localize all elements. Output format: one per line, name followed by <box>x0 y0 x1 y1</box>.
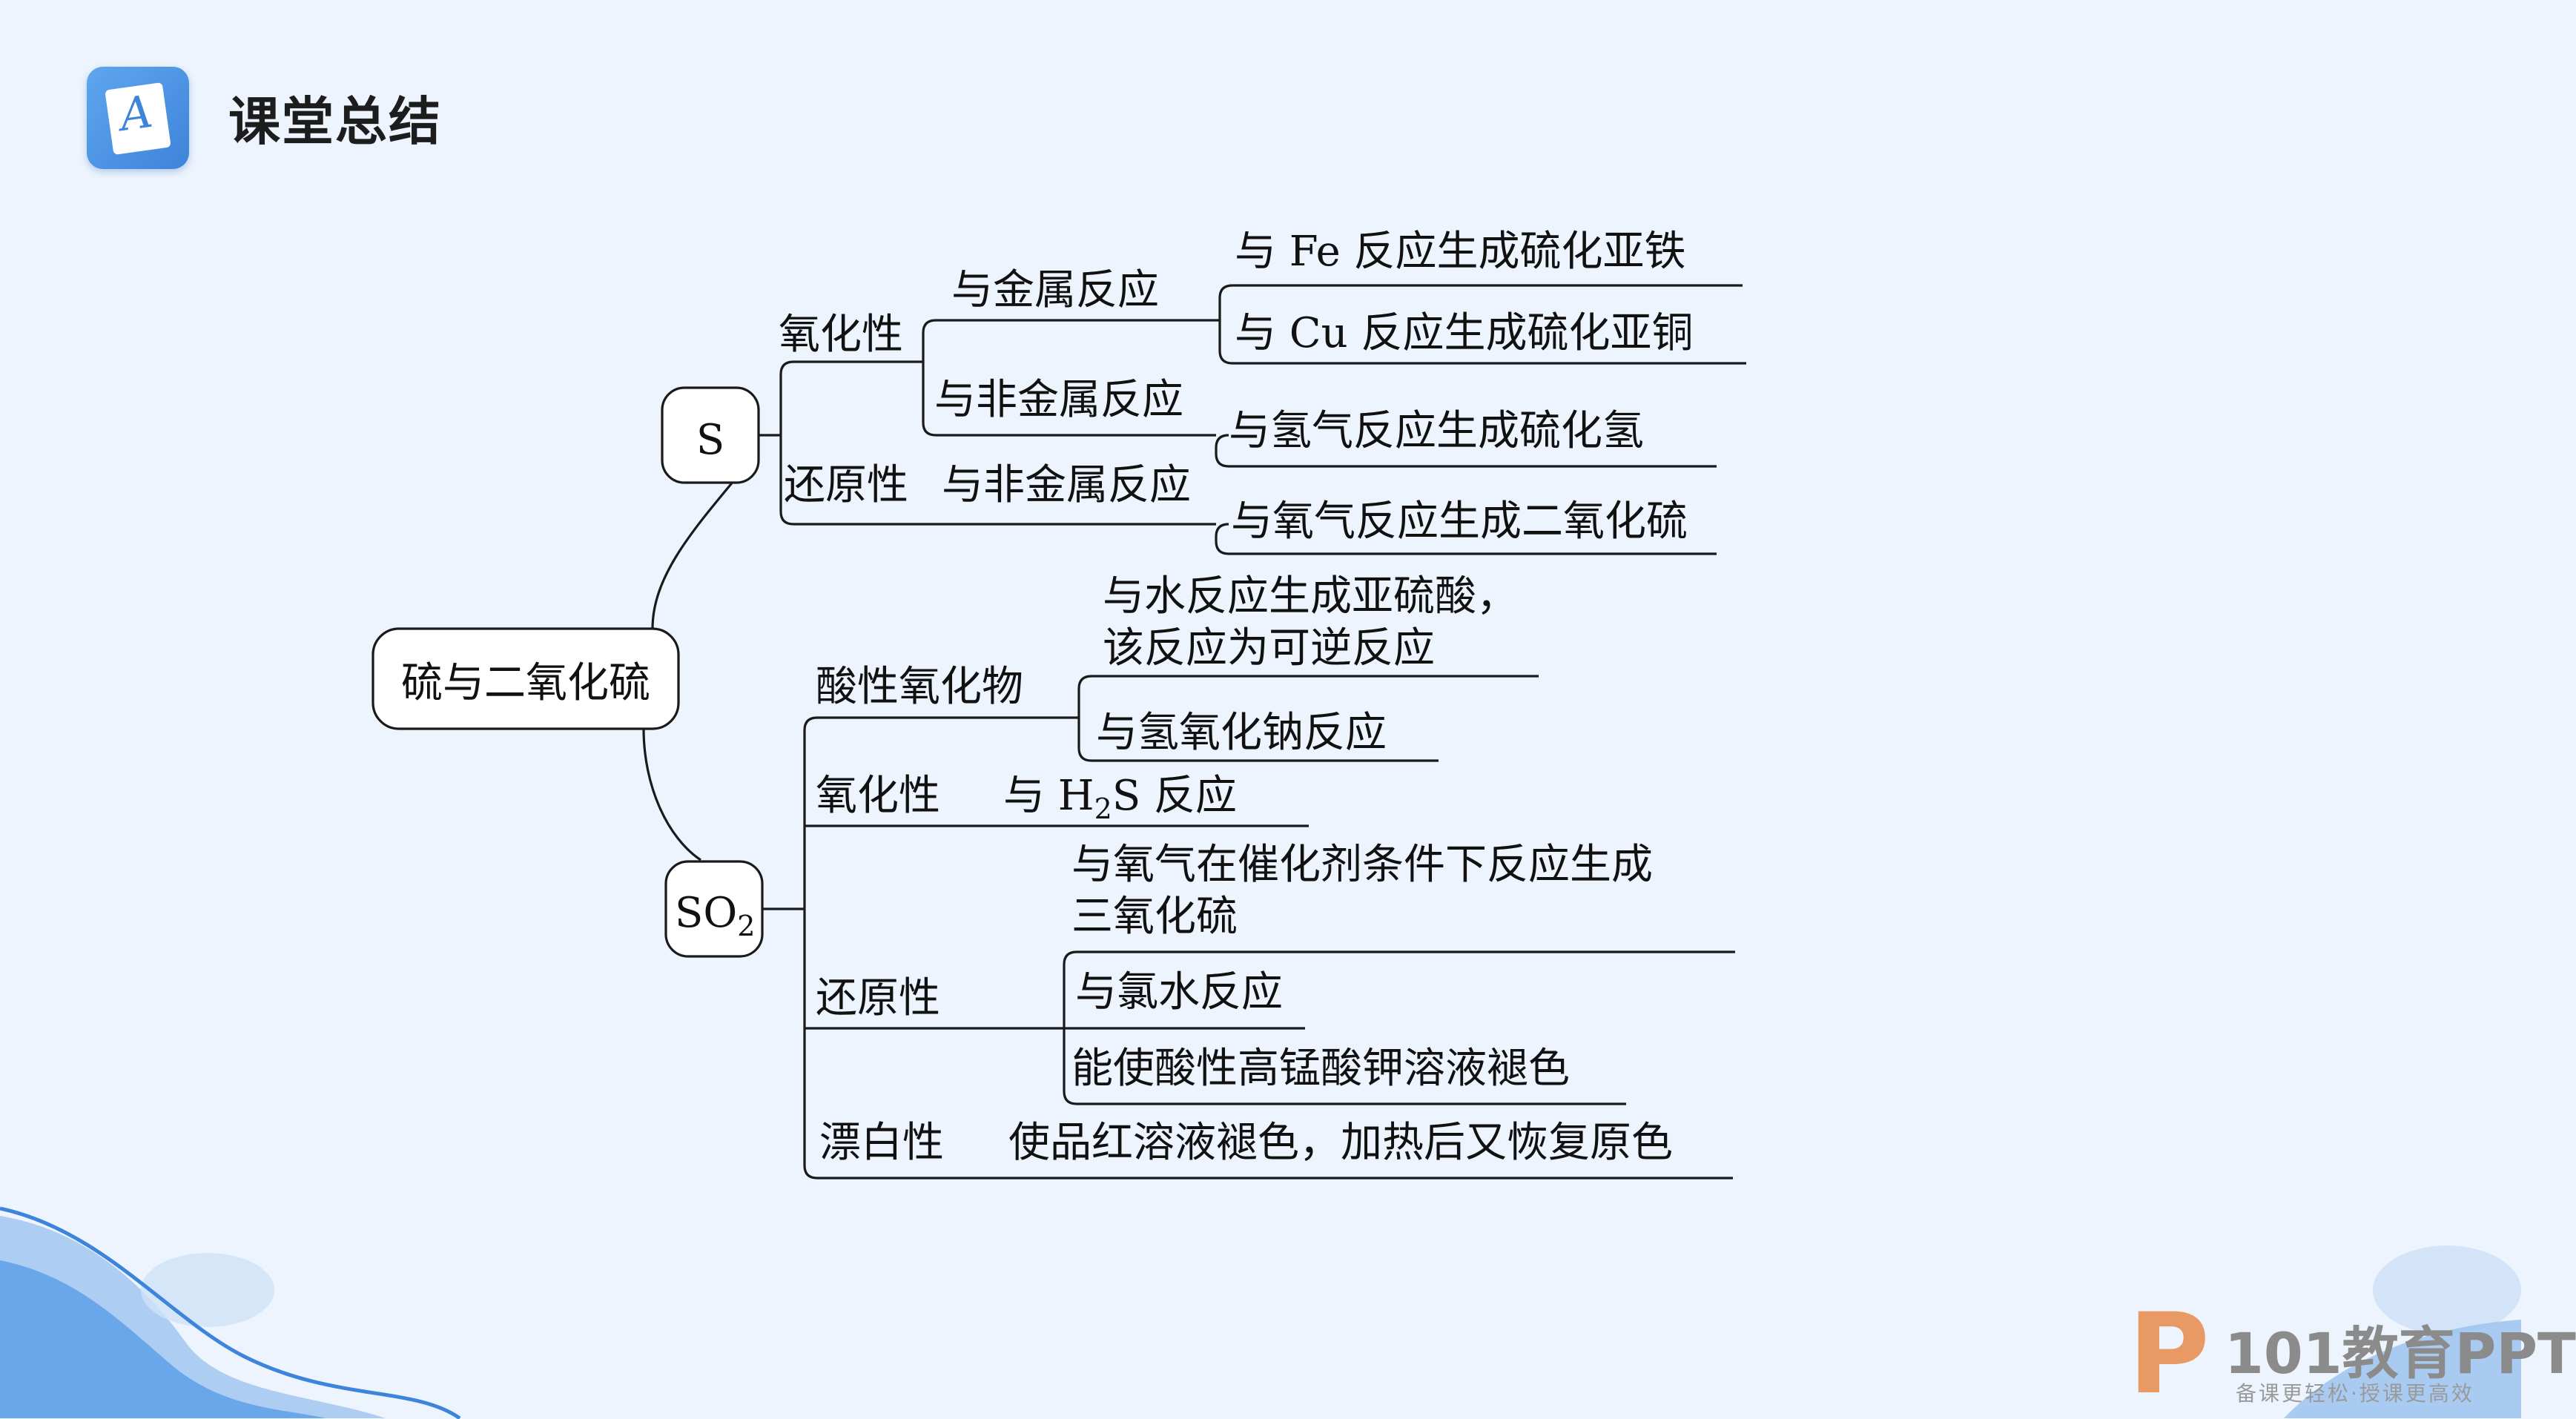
so2-main: SO <box>675 889 737 937</box>
with-nonmetal-label: 与非金属反应 <box>934 376 1183 424</box>
h2s-reaction-label: 与 H2S 反应 <box>1003 772 1237 825</box>
p-logo-icon: P <box>2128 1290 2210 1419</box>
so2-o2-line2: 三氧化硫 <box>1071 893 1238 941</box>
water-reaction-line2: 该反应为可逆反应 <box>1103 624 1435 672</box>
kmno4-reaction-label: 能使酸性高锰酸钾溶液褪色 <box>1071 1045 1570 1093</box>
so2-bracket <box>803 716 818 1180</box>
decorative-wave-right <box>2284 1246 2521 1418</box>
s-oxidizing-label: 氧化性 <box>779 311 903 359</box>
s-reducing-label: 还原性 <box>784 461 908 509</box>
bleaching-desc-label: 使品红溶液褪色，加热后又恢复原色 <box>1008 1119 1673 1167</box>
acidic-oxide-label: 酸性氧化物 <box>816 663 1023 711</box>
s-bracket <box>779 360 794 526</box>
with-metal-label: 与金属反应 <box>951 266 1159 314</box>
mindmap: 硫与二氧化硫 S 氧化性 还原性 与非金属反应 与金属反应 与非金属反应 与 F… <box>371 228 1746 1180</box>
o2-reaction-label: 与氧气反应生成二氧化硫 <box>1231 497 1688 546</box>
watermark: P 101教育PPT 备课更轻松·授课更高效 <box>2128 1290 2576 1419</box>
so2-reducing-label: 还原性 <box>816 974 940 1022</box>
h2s-prefix: 与 H <box>1003 772 1094 820</box>
so2-o2-line1: 与氧气在催化剂条件下反应生成 <box>1071 841 1653 889</box>
s-node-label: S <box>696 416 724 464</box>
h2s-subscript: 2 <box>1094 793 1112 825</box>
so2-node-label: SO2 <box>675 889 755 942</box>
fe-reaction-label: 与 Fe 反应生成硫化亚铁 <box>1235 228 1686 276</box>
watermark-brand: 101教育PPT <box>2225 1320 2576 1386</box>
connector-root-so2 <box>642 728 701 861</box>
document-pen-icon: A <box>87 67 189 169</box>
metal-bracket <box>1218 284 1233 365</box>
page-title: 课堂总结 <box>228 91 442 152</box>
water-reaction-line1: 与水反应生成亚硫酸， <box>1103 572 1518 621</box>
bleaching-label: 漂白性 <box>819 1119 944 1167</box>
decorative-wave-left <box>0 1206 461 1419</box>
watermark-slogan: 备课更轻松·授课更高效 <box>2236 1381 2474 1406</box>
nonmetal-bracket <box>1215 434 1229 468</box>
root-node-box <box>371 627 680 730</box>
s-oxidizing-bracket <box>922 319 937 437</box>
reducing-bracket <box>1215 523 1229 555</box>
root-node-label: 硫与二氧化硫 <box>401 659 650 707</box>
so2-subscript: 2 <box>737 910 755 942</box>
connector-root-s <box>651 479 736 629</box>
naoh-reaction-label: 与氢氧化钠反应 <box>1096 709 1387 757</box>
h2-reaction-label: 与氢气反应生成硫化氢 <box>1229 407 1644 455</box>
chlorine-reaction-label: 与氯水反应 <box>1075 968 1283 1016</box>
h2s-suffix: S 反应 <box>1112 772 1237 820</box>
cu-reaction-label: 与 Cu 反应生成硫化亚铜 <box>1235 309 1694 357</box>
acidic-bracket <box>1077 675 1092 762</box>
s-reducing-nonmetal-label: 与非金属反应 <box>942 461 1191 509</box>
so2-oxidizing-label: 氧化性 <box>816 772 940 820</box>
